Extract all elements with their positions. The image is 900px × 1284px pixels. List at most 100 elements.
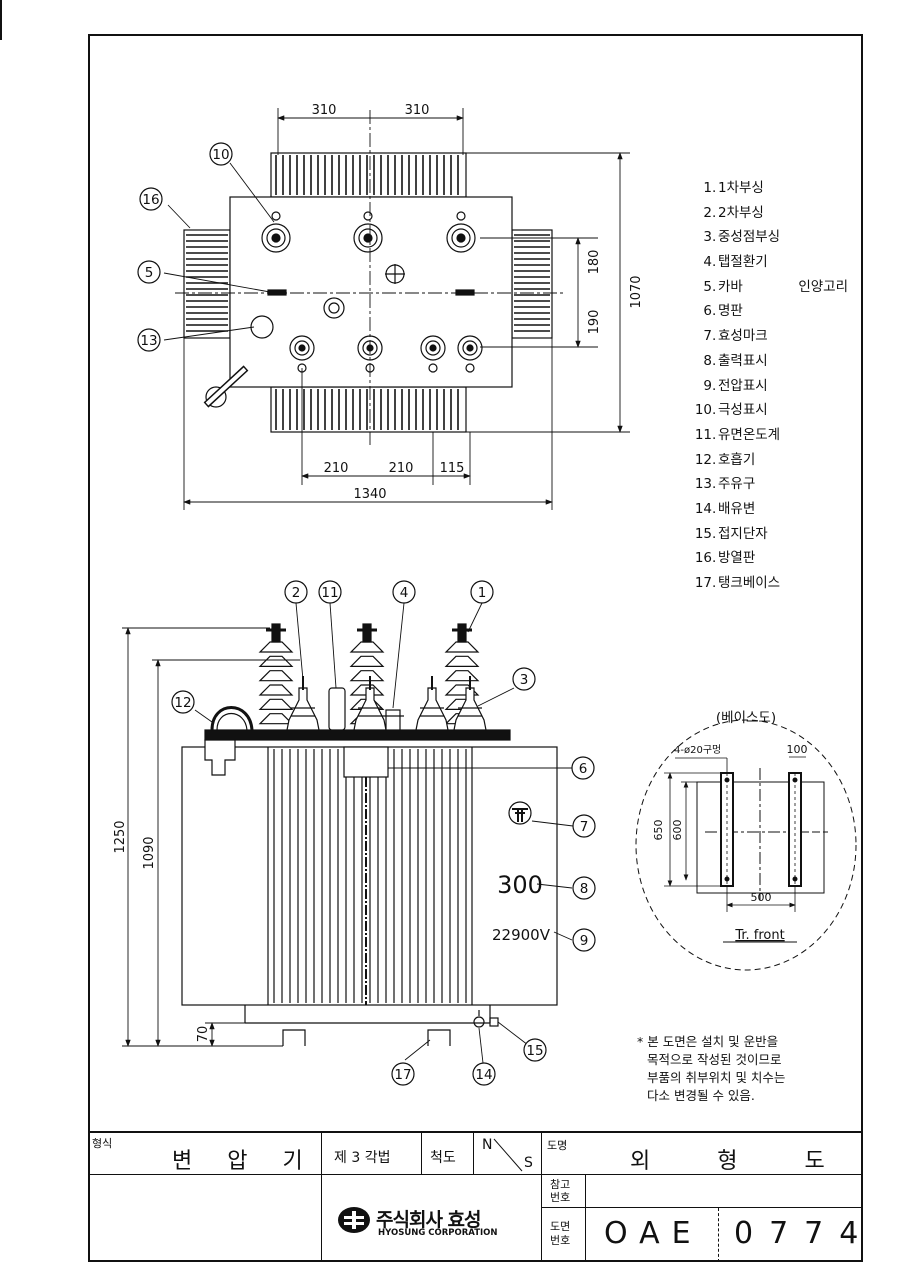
callout-6: 6 xyxy=(571,756,595,780)
part-name: 카바 인양고리 xyxy=(718,278,848,295)
nameplate xyxy=(343,746,389,778)
dwg-label-1: 도면 xyxy=(550,1220,571,1233)
parts-list-item: 16.방열판 xyxy=(692,546,862,571)
part-number: 3 xyxy=(703,229,712,246)
breather-top xyxy=(203,365,249,408)
radiator-left xyxy=(183,229,231,339)
parts-list-item: 17.탱크베이스 xyxy=(692,571,862,596)
callout-5: 5 xyxy=(137,260,161,284)
part-number: 2 xyxy=(703,204,712,221)
ref-label-2: 번호 xyxy=(550,1191,571,1204)
base-dim-600: 600 xyxy=(671,820,684,841)
parts-list-item: 9.전압표시 xyxy=(692,374,862,399)
part-name: 중성점부싱 xyxy=(718,229,781,246)
dim-1250: 1250 xyxy=(113,820,128,853)
base-foot-right xyxy=(427,1029,451,1046)
dim-1340: 1340 xyxy=(353,487,386,502)
parts-list-item: 10.극성표시 xyxy=(692,398,862,423)
part-name: 유면온도계 xyxy=(718,426,781,443)
part-name: 극성표시 xyxy=(718,402,768,419)
parts-list-item: 2.2차부싱 xyxy=(692,201,862,226)
tank-cover-front xyxy=(204,729,511,741)
part-number: 17 xyxy=(694,575,712,591)
part-name: 출력표시 xyxy=(718,352,768,369)
parts-list-item: 4.탭절환기 xyxy=(692,250,862,275)
callout-10: 10 xyxy=(209,142,233,166)
callout-11: 11 xyxy=(318,580,342,604)
drawing-name-label: 도명 xyxy=(547,1139,568,1152)
base-dim-500: 500 xyxy=(751,891,772,904)
radiator-bottom xyxy=(270,386,467,433)
dim-115: 115 xyxy=(440,461,465,476)
note-line: 다소 변경될 수 있음. xyxy=(647,1088,755,1103)
part-number: 15 xyxy=(694,525,712,542)
base-dim-100: 100 xyxy=(787,743,808,756)
part-name: 전압표시 xyxy=(718,377,768,394)
dim-1090: 1090 xyxy=(142,836,157,869)
callout-number: 17 xyxy=(394,1067,411,1083)
page-edge-mark xyxy=(0,0,2,40)
note-line: 목적으로 작성된 것이므로 xyxy=(647,1052,782,1067)
ref-label-1: 참고 xyxy=(550,1178,571,1191)
parts-list-item: 1.1차부싱 xyxy=(692,176,862,201)
form-value: 변 압 기 xyxy=(172,1149,317,1174)
lv-bushings-front xyxy=(286,676,487,731)
front-view xyxy=(122,602,574,1064)
drawing-frame xyxy=(88,34,863,1262)
tap-changer xyxy=(385,709,401,731)
dim-190: 190 xyxy=(587,310,602,335)
ground-terminal xyxy=(489,1017,499,1027)
hv-bushings xyxy=(261,211,476,253)
part-number: 16 xyxy=(694,550,712,567)
base-dim-650: 650 xyxy=(652,820,665,841)
parts-list-item: 7.효성마크 xyxy=(692,324,862,349)
radiator-fins-front xyxy=(273,749,467,1003)
part-number: 12 xyxy=(694,451,712,468)
part-name: 탭절환기 xyxy=(718,254,768,271)
lv-bushings xyxy=(289,335,483,373)
part-name: 배유변 xyxy=(718,500,756,517)
drawing-number-prefix: OAE xyxy=(604,1216,703,1251)
part-number: 6 xyxy=(703,303,712,320)
lifting-lug-right xyxy=(455,289,475,296)
part-name: 효성마크 xyxy=(718,328,768,345)
scale-label: 척도 xyxy=(430,1150,456,1166)
part-number: 9 xyxy=(703,377,712,394)
base-view-title: (베이스도) xyxy=(716,710,776,726)
callout-number: 13 xyxy=(140,333,157,349)
dwg-label-2: 번호 xyxy=(550,1234,571,1247)
top-view-callouts: 10 16 5 13 xyxy=(137,142,233,352)
parts-list-item: 6.명판 xyxy=(692,299,862,324)
callout-9: 9 xyxy=(572,928,596,952)
breather-front xyxy=(204,706,254,776)
parts-list-item: 13.주유구 xyxy=(692,472,862,497)
callout-13: 13 xyxy=(137,328,161,352)
callout-number: 2 xyxy=(292,585,301,601)
scale-n: N xyxy=(482,1137,493,1153)
radiator-top xyxy=(270,152,467,198)
rating-marking: 300 xyxy=(497,871,543,899)
callout-12: 12 xyxy=(171,690,195,714)
part-name: 2차부싱 xyxy=(718,204,764,221)
callout-7: 7 xyxy=(572,814,596,838)
dim-210-right: 210 xyxy=(389,461,414,476)
hyosung-logo-icon xyxy=(338,1207,370,1233)
part-number: 10 xyxy=(694,402,712,419)
parts-list-item: 11.유면온도계 xyxy=(692,423,862,448)
parts-list-item: 14.배유변 xyxy=(692,497,862,522)
callout-number: 11 xyxy=(321,585,338,601)
reference-number-field xyxy=(586,1175,863,1208)
radiator-right xyxy=(511,229,553,339)
form-label: 형식 xyxy=(92,1137,113,1150)
parts-list-item: 8.출력표시 xyxy=(692,349,862,374)
base-foot-left xyxy=(282,1029,306,1046)
dim-70: 70 xyxy=(196,1026,211,1043)
top-view xyxy=(163,108,630,510)
title-block: 형식 변 압 기 제 3 각법 척도 N S 도명 외 형 도 주식회사 효성 … xyxy=(88,1131,863,1262)
callout-16: 16 xyxy=(139,187,163,211)
part-number: 13 xyxy=(694,476,712,493)
part-name: 1차부싱 xyxy=(718,180,764,196)
oil-thermometer xyxy=(328,687,346,731)
callout-1: 1 xyxy=(470,580,494,604)
